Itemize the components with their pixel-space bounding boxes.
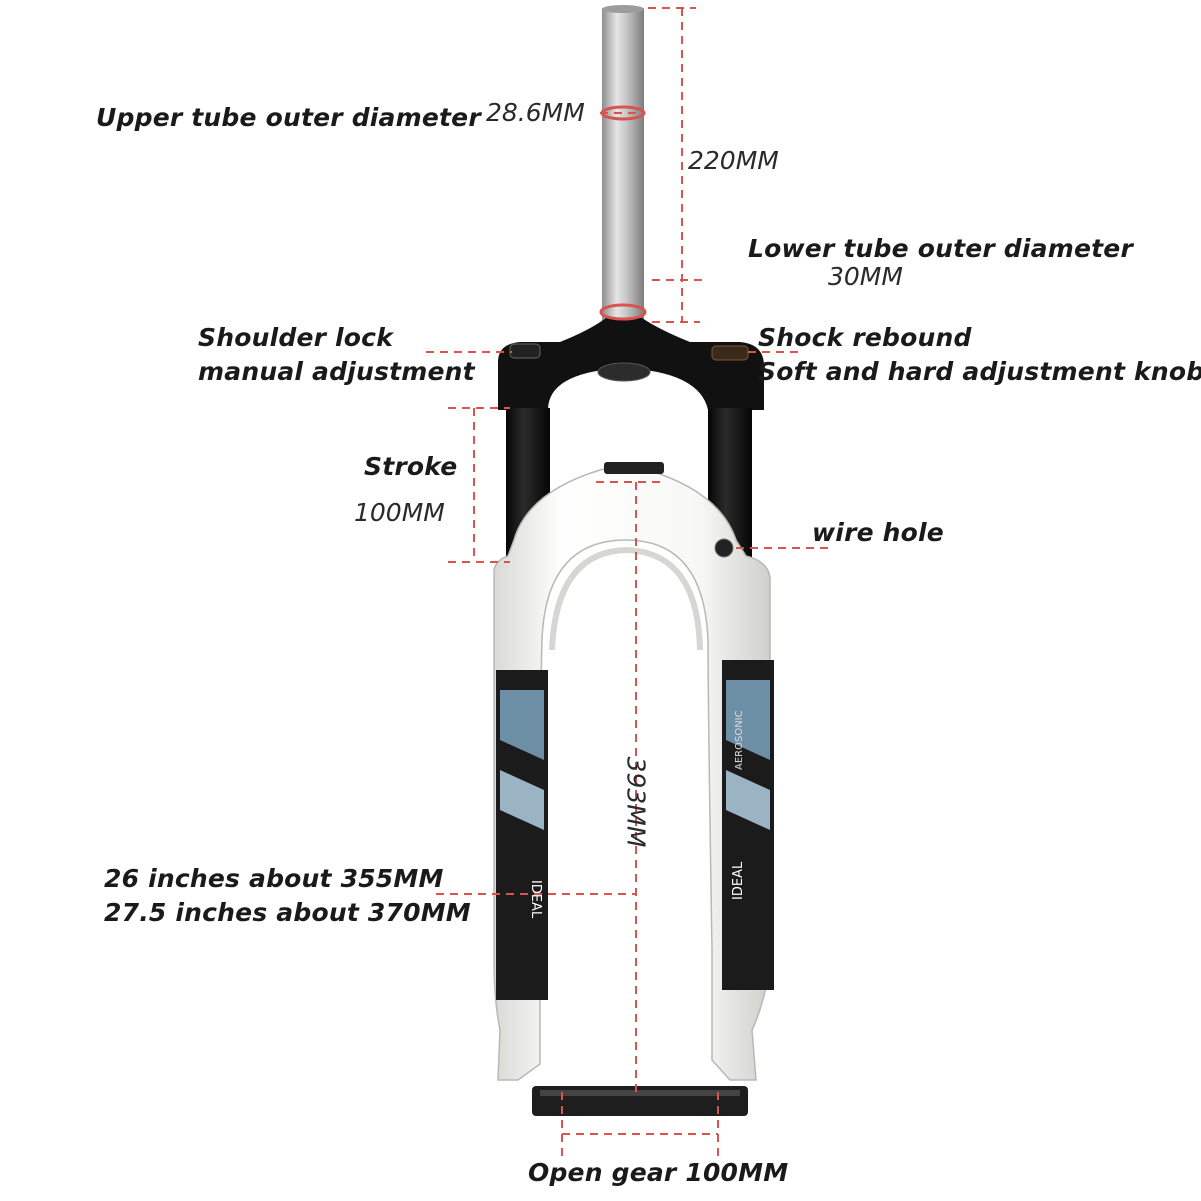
right-decal-model: AEROSONIC (734, 710, 745, 770)
steerer-top (602, 5, 644, 13)
dimension-lines (426, 7, 830, 1160)
right-decal: IDEAL AEROSONIC (722, 660, 774, 990)
lower-tube-label: Lower tube outer diameter (748, 234, 1133, 263)
wheel-275-label: 27.5 inches about 370MM (104, 898, 471, 927)
arch-seal (604, 462, 664, 474)
steerer-tube (602, 8, 644, 330)
lower-tube-value: 30MM (828, 262, 903, 291)
shoulder-lock-label-line1: Shoulder lock (198, 323, 394, 352)
rebound-label-line1: Shock rebound (758, 323, 972, 352)
wire-hole-label: wire hole (812, 518, 944, 547)
upper-tube-label: Upper tube outer diameter (96, 103, 481, 132)
left-decal: IDEAL (496, 670, 548, 1000)
rebound-knob (711, 345, 749, 361)
stroke-label: Stroke (364, 452, 458, 481)
upper-tube-value: 28.6MM (486, 98, 585, 127)
length-220-value: 220MM (688, 146, 779, 175)
shoulder-lock-label-line2: manual adjustment (198, 357, 475, 386)
right-decal-brand: IDEAL (731, 861, 746, 900)
shoulder-lock-knob (509, 343, 541, 359)
rebound-label-line2: Soft and hard adjustment knob (758, 357, 1201, 386)
stroke-value: 100MM (354, 498, 445, 527)
open-gear-label: Open gear 100MM (528, 1158, 789, 1187)
wheel-26-label: 26 inches about 355MM (104, 864, 444, 893)
wire-hole-bolt (714, 538, 734, 558)
lower-diameter-ring (599, 303, 647, 321)
length-393-value: 393MM (621, 756, 651, 848)
arch-shadow (549, 546, 703, 651)
axle-bar-highlight (540, 1090, 740, 1096)
left-decal-brand: IDEAL (528, 880, 543, 919)
crown-center-cap (597, 362, 651, 382)
